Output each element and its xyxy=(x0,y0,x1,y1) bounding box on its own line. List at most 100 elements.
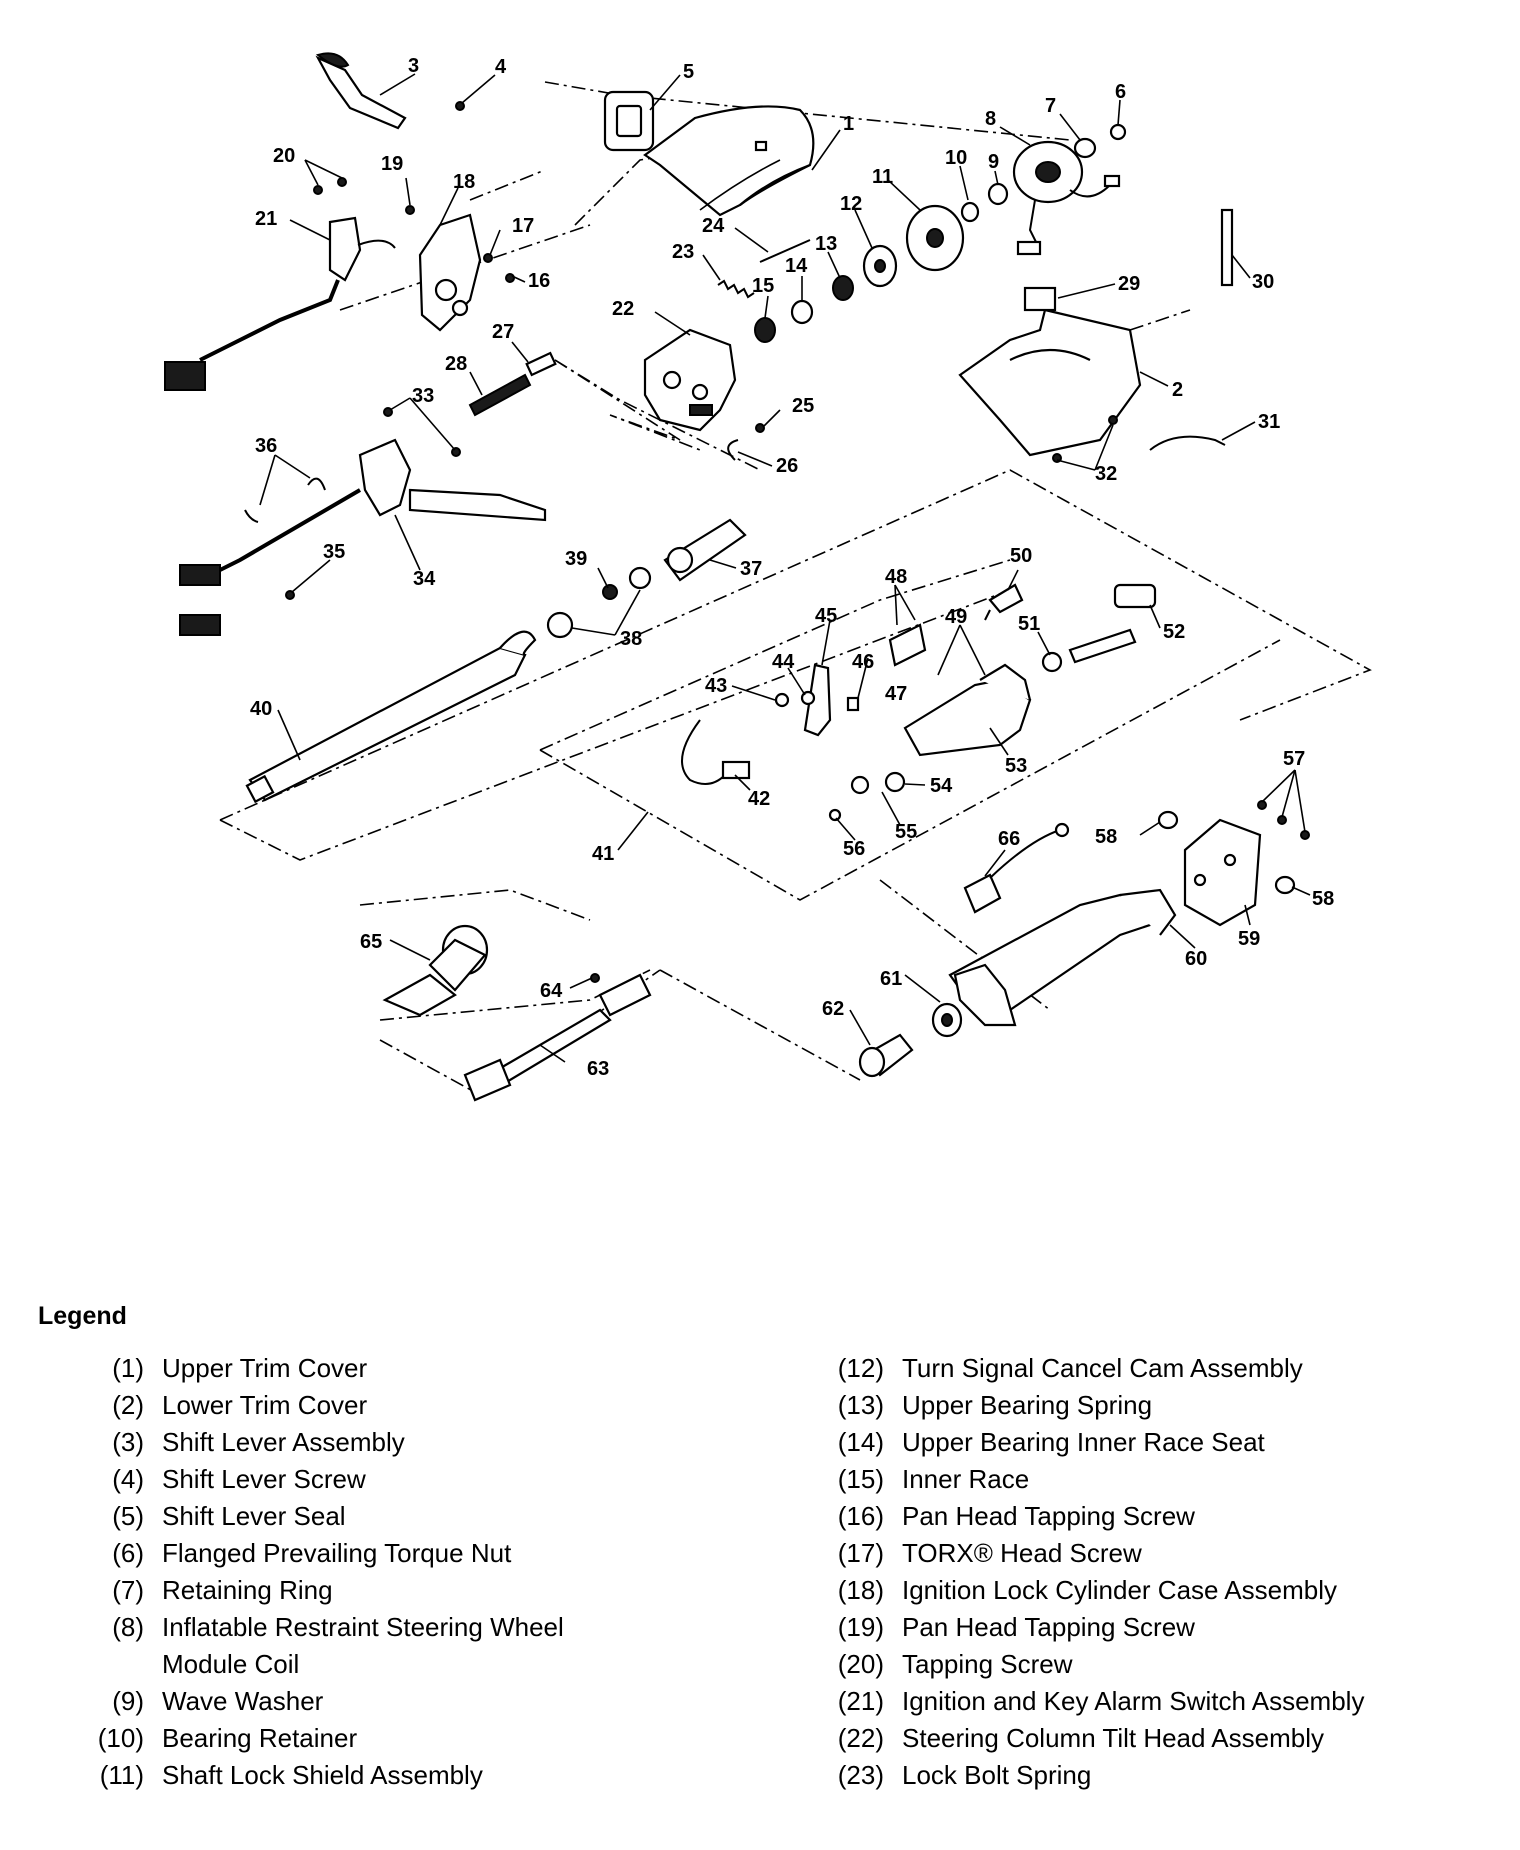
part-intermediate-shaft-63 xyxy=(463,973,652,1102)
callout-49: 49 xyxy=(945,606,967,628)
callout-1: 1 xyxy=(843,113,854,135)
legend-text: Upper Bearing Spring xyxy=(902,1390,1153,1420)
part-screw-64 xyxy=(590,973,600,983)
legend-number: (23) xyxy=(837,1760,884,1790)
legend-number: (13) xyxy=(837,1390,884,1420)
callout-32: 32 xyxy=(1095,463,1117,485)
legend-number: (4) xyxy=(112,1464,144,1494)
legend-number: (9) xyxy=(112,1686,144,1716)
legend-text: Wave Washer xyxy=(162,1686,324,1716)
callout-21: 21 xyxy=(255,208,277,230)
callout-56: 56 xyxy=(843,838,865,860)
part-steering-shaft-40 xyxy=(245,630,537,804)
part-pin-24 xyxy=(759,239,811,263)
legend-item: (2)Lower Trim Cover xyxy=(80,1387,722,1424)
legend-title: Legend xyxy=(38,1302,127,1330)
part-cancel-cam xyxy=(862,244,898,288)
legend-text: Turn Signal Cancel Cam Assembly xyxy=(902,1353,1303,1383)
callout-66: 66 xyxy=(998,828,1020,850)
callout-25: 25 xyxy=(792,395,814,417)
part-clip-26 xyxy=(727,439,739,461)
legend-item: (4) Shift Lever Screw xyxy=(80,1461,722,1498)
part-bearing-62 xyxy=(858,1033,914,1078)
legend-number: (22) xyxy=(837,1723,884,1753)
callout-6: 6 xyxy=(1115,81,1126,103)
part-screws-16-17-19 xyxy=(405,205,515,283)
legend-text: TORX® Head Screw xyxy=(902,1538,1142,1568)
callout-63: 63 xyxy=(587,1058,609,1080)
part-bearing-retainer xyxy=(960,201,980,223)
callout-53: 53 xyxy=(1005,755,1027,777)
legend-number: (2) xyxy=(112,1390,144,1420)
callout-50: 50 xyxy=(1010,545,1032,567)
legend-item: (21)Ignition and Key Alarm Switch Assemb… xyxy=(820,1683,1462,1720)
legend-item: (6)Flanged Prevailing Torque Nut xyxy=(80,1535,722,1572)
part-seal-65 xyxy=(382,924,489,1017)
legend-number: (16) xyxy=(837,1501,884,1531)
legend-text: Pan Head Tapping Screw xyxy=(902,1612,1195,1642)
part-pin-27 xyxy=(525,351,557,377)
legend-number: (1) xyxy=(112,1353,144,1383)
callout-23: 23 xyxy=(672,241,694,263)
legend-item: (8)Inflatable Restraint Steering Wheel M… xyxy=(80,1609,722,1683)
part-spring-28 xyxy=(468,373,532,417)
legend-number: (18) xyxy=(837,1575,884,1605)
callout-3: 3 xyxy=(408,55,419,77)
legend-number: (3) xyxy=(112,1427,144,1457)
part-bushing-51 xyxy=(1041,651,1063,673)
callout-51: 51 xyxy=(1018,613,1040,635)
part-shift-tube-37 xyxy=(663,518,747,582)
legend-item: (7)Retaining Ring xyxy=(80,1572,722,1609)
part-washer-61 xyxy=(931,1002,963,1038)
callout-18: 18 xyxy=(453,171,475,193)
callout-47: 47 xyxy=(885,683,907,705)
part-small-54-55-56 xyxy=(828,771,906,822)
legend-left-column: (1)Upper Trim Cover (2)Lower Trim Cover … xyxy=(80,1350,722,1794)
legend-text: Shift Lever Screw xyxy=(162,1464,366,1494)
part-turn-switch xyxy=(179,407,547,636)
callout-5: 5 xyxy=(683,61,694,83)
part-small-43-44-46 xyxy=(774,690,860,712)
callout-38: 38 xyxy=(620,628,642,650)
part-switch-66 xyxy=(963,822,1070,914)
part-wave-washer xyxy=(987,182,1009,206)
legend-item: (17) TORX® Head Screw xyxy=(820,1535,1462,1572)
callout-17: 17 xyxy=(512,215,534,237)
legend-text: Pan Head Tapping Screw xyxy=(902,1501,1195,1531)
legend-text: Shaft Lock Shield Assembly xyxy=(162,1760,483,1790)
part-screw-35 xyxy=(285,590,295,600)
callout-36: 36 xyxy=(255,435,277,457)
legend-text: Bearing Retainer xyxy=(162,1723,358,1753)
legend-right-column: (12)Turn Signal Cancel Cam Assembly (13)… xyxy=(820,1350,1462,1794)
legend-item: (22)Steering Column Tilt Head Assembly xyxy=(820,1720,1462,1757)
part-ignition-switch xyxy=(164,177,396,391)
legend-item: (19)Pan Head Tapping Screw xyxy=(820,1609,1462,1646)
part-shift-lever-screw xyxy=(455,101,465,111)
part-pin-30 xyxy=(1220,208,1234,287)
part-rod-52 xyxy=(1068,583,1157,664)
legend-item: (11) Shaft Lock Shield Assembly xyxy=(80,1757,722,1794)
part-shift-lever-seal xyxy=(603,90,655,152)
part-wire-42 xyxy=(681,719,751,785)
part-bracket-59 xyxy=(1183,818,1262,927)
legend-text: Shift Lever Seal xyxy=(162,1501,346,1531)
legend-number: (17) xyxy=(837,1538,884,1568)
callout-11: 11 xyxy=(872,166,893,188)
legend-text: Tapping Screw xyxy=(902,1649,1073,1679)
part-upper-bearing-spring xyxy=(832,275,854,301)
callout-7: 7 xyxy=(1045,95,1056,117)
part-upper-trim-cover xyxy=(643,105,815,217)
callout-15: 15 xyxy=(752,275,774,297)
callout-64: 64 xyxy=(540,980,563,1002)
part-nut xyxy=(1109,123,1127,141)
legend-item: (18)Ignition Lock Cylinder Case Assembly xyxy=(820,1572,1462,1609)
callout-44: 44 xyxy=(772,651,795,673)
callout-9: 9 xyxy=(988,151,999,173)
legend-number: (11) xyxy=(99,1760,144,1790)
callout-12: 12 xyxy=(840,193,862,215)
callout-54: 54 xyxy=(930,775,953,797)
legend-number: (21) xyxy=(837,1686,884,1716)
legend-item: (12)Turn Signal Cancel Cam Assembly xyxy=(820,1350,1462,1387)
leader-lines xyxy=(259,73,1311,1063)
legend-item: (3)Shift Lever Assembly xyxy=(80,1424,722,1461)
